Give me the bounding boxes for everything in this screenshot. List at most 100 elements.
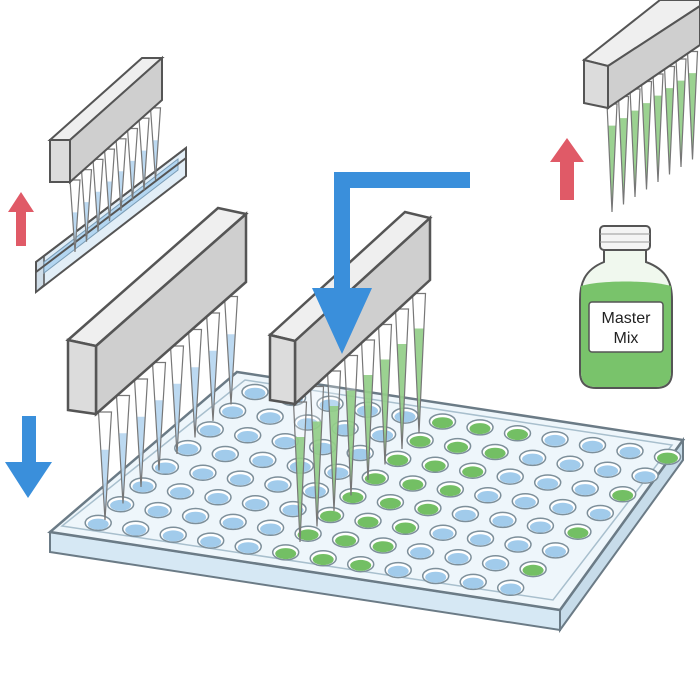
- plate-well: [653, 448, 682, 466]
- pipette-tip: [652, 73, 664, 183]
- multichannel-pipette-top-left: [47, 55, 165, 185]
- plate-well: [316, 506, 345, 524]
- plate-well: [533, 474, 562, 491]
- plate-well: [294, 525, 322, 542]
- plate-well: [616, 442, 644, 460]
- plate-well: [159, 526, 187, 543]
- pipette-tip: [394, 308, 410, 450]
- plate-well: [414, 499, 442, 517]
- plate-well: [421, 567, 450, 585]
- bottle-label-line1: Master: [602, 310, 652, 327]
- plate-well: [331, 531, 360, 548]
- bottle-label-line2: Mix: [614, 330, 639, 347]
- plate-well: [233, 427, 262, 444]
- plate-well: [421, 456, 449, 474]
- plate-well: [489, 511, 517, 529]
- pipette-tip: [169, 345, 185, 455]
- pipette-tip: [343, 354, 359, 496]
- plate-well: [249, 451, 277, 469]
- plate-well: [204, 489, 232, 506]
- plate-well: [383, 450, 412, 468]
- plate-well: [376, 493, 405, 511]
- plate-well: [518, 449, 547, 467]
- plate-well: [166, 483, 195, 500]
- plate-well: [458, 462, 487, 479]
- bottle-label: [588, 301, 664, 353]
- plate-well: [226, 470, 255, 487]
- plate-well: [391, 407, 419, 424]
- plate-well: [586, 504, 615, 522]
- plate-well: [428, 413, 457, 430]
- pipette-tip: [187, 328, 203, 438]
- plate-well: [144, 501, 172, 519]
- plate-well: [593, 461, 622, 478]
- plate-well: [241, 494, 270, 512]
- plate-well: [241, 383, 269, 401]
- plate-well: [511, 492, 540, 510]
- plate-well: [571, 480, 599, 497]
- plate-well: [436, 481, 465, 498]
- plate-well: [84, 514, 112, 532]
- pipette-tip: [138, 117, 150, 191]
- pipette-tip: [309, 385, 325, 527]
- plate-well: [369, 537, 397, 554]
- pipette-tip: [80, 169, 93, 242]
- plate-well: [399, 475, 427, 492]
- arrow-up-icon: [550, 138, 584, 200]
- pipette-tip: [411, 292, 427, 434]
- pipette-tip: [629, 88, 641, 198]
- plate-well: [459, 573, 487, 591]
- multichannel-pipette-left: [65, 206, 249, 417]
- plate-well: [503, 425, 532, 442]
- pipette-tips-left: [97, 295, 239, 521]
- plate-well: [196, 421, 224, 438]
- plate-well: [196, 532, 225, 549]
- plate-well: [181, 507, 210, 525]
- plate-well: [256, 408, 284, 425]
- plate-well: [151, 458, 180, 476]
- plate-well: [496, 579, 525, 597]
- pipette-tip: [606, 103, 618, 213]
- plate-well: [324, 463, 352, 480]
- pipette-tips-center: [292, 292, 427, 543]
- plate-well: [541, 430, 569, 448]
- plate-well: [361, 469, 390, 486]
- plate-well: [256, 519, 285, 537]
- plate-well: [429, 524, 457, 541]
- plate-well: [549, 498, 577, 516]
- plate-well: [219, 513, 247, 531]
- plate-well: [234, 538, 262, 555]
- plate-well: [496, 468, 524, 485]
- plate-well: [519, 560, 547, 578]
- pipette-tips-top-right: [606, 50, 699, 213]
- pipette-tip: [126, 127, 139, 201]
- plate-well: [481, 443, 509, 461]
- plate-well: [121, 520, 150, 538]
- pipette-tip: [97, 411, 113, 521]
- pipette-tip: [377, 323, 393, 465]
- multichannel-pipette-top-right: [581, 0, 700, 110]
- plate-well: [631, 467, 659, 484]
- plate-well: [271, 432, 299, 450]
- pipette-tip: [149, 107, 162, 180]
- pipette-tip: [115, 138, 127, 211]
- plate-well: [444, 549, 472, 566]
- pipette-tip: [617, 95, 630, 205]
- arrow-down-icon: [5, 416, 52, 498]
- bent-arrow-icon: [312, 172, 470, 354]
- plate-well: [608, 486, 637, 503]
- plate-well: [541, 542, 570, 559]
- pipette-tip: [292, 401, 308, 543]
- plate-well: [443, 437, 472, 455]
- pipette-tip: [640, 80, 653, 190]
- plate-well: [391, 518, 420, 536]
- plate-well: [526, 517, 555, 535]
- plate-well: [504, 536, 532, 553]
- plate-well: [474, 487, 502, 504]
- arrow-up-icon: [8, 192, 34, 246]
- bottle-icon: Master Mix: [579, 225, 673, 389]
- plate-well: [211, 445, 240, 463]
- bottle-cap: [599, 225, 651, 251]
- plate-well: [481, 554, 510, 572]
